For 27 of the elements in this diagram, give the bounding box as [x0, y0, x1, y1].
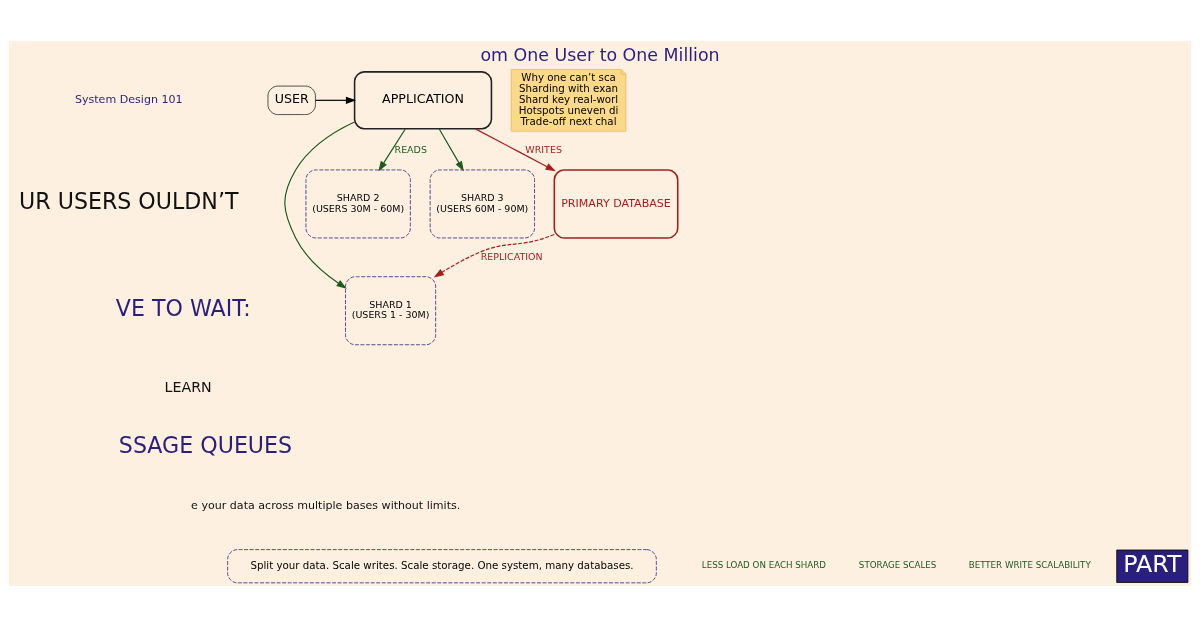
arrow — [314, 96, 357, 104]
label: STORAGE SCALES — [858, 560, 937, 571]
label: SSAGE QUEUES — [118, 431, 293, 458]
label: LEARN — [164, 378, 212, 395]
arrow — [284, 121, 356, 289]
label: BETTER WRITE SCALABILITY — [968, 560, 1091, 571]
label: UR USERS OULDN’T — [19, 188, 239, 215]
edge-label: REPLICATION — [480, 250, 543, 262]
label: e your data across multiple bases without limits. — [191, 499, 461, 513]
node-box: PART — [1116, 549, 1189, 583]
label: LESS LOAD ON EACH SHARD — [701, 560, 827, 571]
arrow — [378, 128, 406, 172]
label: System Design 101 — [74, 93, 183, 107]
edge-label: WRITES — [525, 144, 562, 156]
node-box: SHARD 1 (USERS 1 - 30M) — [345, 276, 437, 346]
arrow — [438, 128, 464, 172]
diagram-title: om One User to One Million — [480, 45, 720, 66]
node-box: APPLICATION — [353, 71, 493, 130]
node-box: PRIMARY DATABASE — [553, 169, 679, 239]
node-box: SHARD 3 (USERS 60M - 90M) — [429, 169, 535, 239]
edge-label: READS — [394, 144, 427, 156]
label: VE TO WAIT: — [115, 295, 251, 322]
arrow — [474, 128, 556, 172]
arrow — [433, 233, 555, 278]
node-box: USER — [267, 85, 316, 115]
node-box: Split your data. Scale writes. Scale storage. One system, many databases. — [227, 549, 657, 584]
node-box: SHARD 2 (USERS 30M - 60M) — [305, 169, 411, 239]
